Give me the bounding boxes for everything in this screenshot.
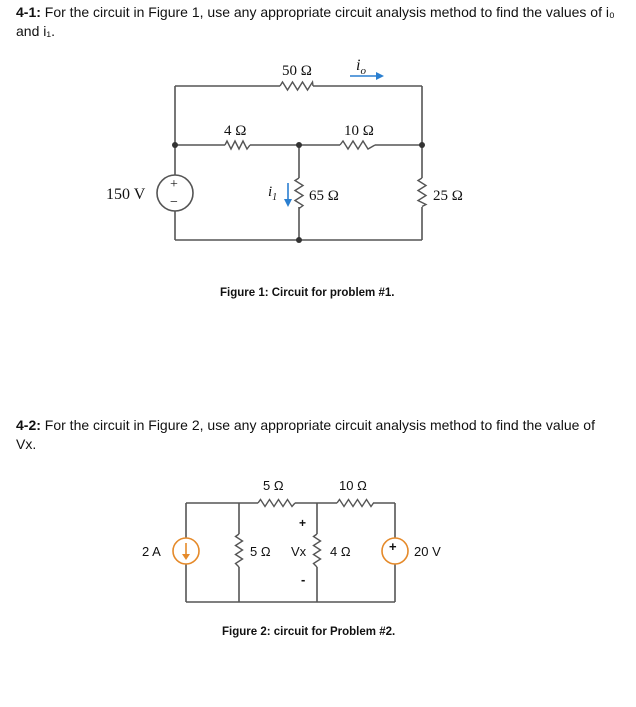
vx-minus-sign: - [301,572,305,587]
resistor-4-ohm [224,139,251,151]
voltage-source-plus: + [389,539,397,554]
resistor-65-ohm [293,177,305,210]
problem-1-number: 4-1: [16,4,41,20]
figure-1-caption: Figure 1: Circuit for problem #1. [220,287,395,299]
current-io-label: io [356,57,366,77]
resistor-vertical-5-ohm [234,533,244,568]
vx-label: Vx [291,544,307,559]
resistor-top-10-ohm [336,498,375,508]
problem-2-text: For the circuit in Figure 2, use any app… [16,417,595,452]
current-io-arrow [350,72,384,80]
problem-1-text: For the circuit in Figure 1, use any app… [16,4,615,39]
resistor-50-ohm [279,79,314,92]
figure-2-wires [185,502,396,603]
current-source-arrow [182,543,190,560]
problem-1-statement: 4-1: For the circuit in Figure 1, use an… [16,3,616,41]
label-25-ohm: 25 Ω [433,188,463,204]
source-minus-sign: − [170,195,178,210]
label-vertical-4-ohm: 4 Ω [330,544,351,559]
resistor-10-ohm [339,139,376,151]
label-4-ohm: 4 Ω [224,123,246,139]
label-10-ohm: 10 Ω [344,123,374,139]
voltage-source-label: 20 V [414,544,441,559]
current-i1-label: i1 [268,184,277,203]
problem-2-statement: 4-2: For the circuit in Figure 2, use an… [16,416,616,454]
voltage-source-20v [381,537,409,565]
resistor-top-5-ohm [257,498,296,508]
junction-dot [296,237,302,243]
current-source-label: 2 A [142,544,161,559]
problem-2-number: 4-2: [16,417,41,433]
vx-plus-sign: + [299,516,306,530]
junction-dot [296,142,302,148]
figure-1-wires [174,85,423,241]
label-top-5-ohm: 5 Ω [263,478,284,493]
source-plus-sign: + [170,177,178,192]
voltage-source-150v [156,174,194,212]
label-50-ohm: 50 Ω [282,63,312,79]
figure-2-caption: Figure 2: circuit for Problem #2. [222,626,396,638]
label-vertical-5-ohm: 5 Ω [250,544,271,559]
current-i1-arrow [284,183,292,207]
resistor-vertical-4-ohm [312,533,322,568]
junction-dot [419,142,425,148]
label-top-10-ohm: 10 Ω [339,478,367,493]
label-65-ohm: 65 Ω [309,188,339,204]
junction-dot [172,142,178,148]
source-label-150v: 150 V [106,186,146,203]
resistor-25-ohm [416,177,428,208]
